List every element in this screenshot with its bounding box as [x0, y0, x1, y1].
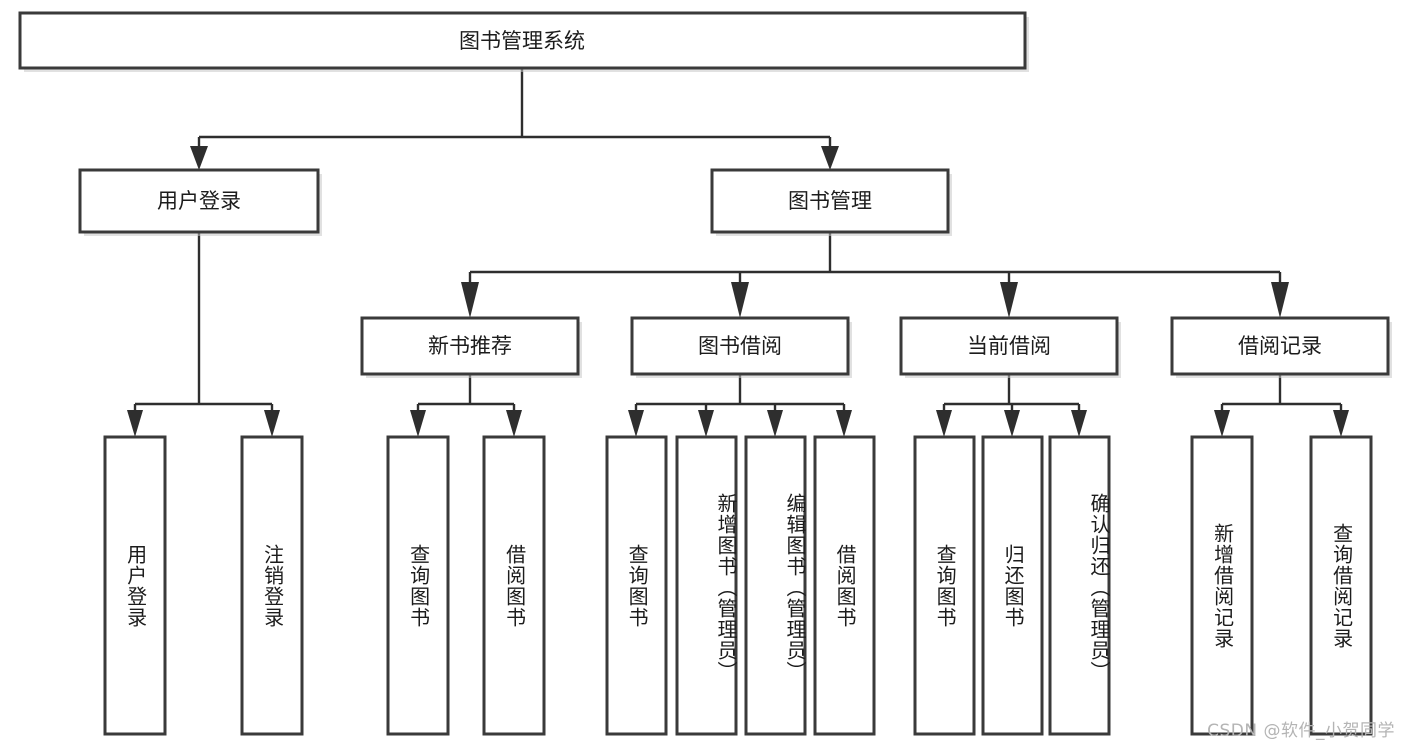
leaf-rect-edit-book-bb[interactable]	[744, 435, 807, 736]
leaf-label-confirm-return-cb: 确认归还（管理员）	[1087, 493, 1111, 682]
arrow-head-leaf-confirm-return-cb	[1071, 410, 1087, 437]
leaf-label-user-login: 用户登录	[123, 543, 148, 628]
arrow-head-leaf-return-book-cb	[1004, 410, 1020, 437]
arrow-head-leaf-add-record-br	[1214, 410, 1230, 437]
leaf-rect-borrow-book-bb[interactable]	[813, 435, 876, 736]
node-new-book-rec-label: 新书推荐	[428, 334, 512, 358]
leaf-rect-query-book-bb[interactable]	[605, 435, 668, 736]
leaf-label-query-book-cb: 查询图书	[933, 543, 958, 628]
arrow-head-book-borrow	[731, 282, 749, 318]
node-current-borrow-label: 当前借阅	[967, 334, 1051, 358]
leaf-rect-query-book-rec[interactable]	[386, 435, 450, 736]
arrow-head-leaf-query-book-rec	[410, 410, 426, 437]
leaf-box-layer	[103, 435, 1373, 736]
arrow-head-leaf-edit-book-bb	[767, 410, 783, 437]
node-book-manage-label: 图书管理	[788, 189, 872, 213]
node-borrow-record-label: 借阅记录	[1238, 334, 1322, 358]
leaf-label-return-book-cb: 归还图书	[1001, 543, 1026, 628]
arrow-head-leaf-query-book-cb	[936, 410, 952, 437]
arrow-head-leaf-borrow-book-bb	[836, 410, 852, 437]
node-book-borrow-label: 图书借阅	[698, 334, 782, 358]
node-current-borrow-rect	[899, 316, 1119, 376]
leaf-label-borrow-book-rec: 借阅图书	[502, 543, 527, 628]
node-user-login[interactable]: 用户登录	[78, 168, 322, 236]
leaf-label-add-record-br: 新增借阅记录	[1210, 522, 1235, 649]
leaf-rect-borrow-book-rec[interactable]	[482, 435, 546, 736]
node-borrow-record-rect	[1170, 316, 1390, 376]
leaf-label-query-record-br: 查询借阅记录	[1329, 522, 1354, 649]
arrow-head-current-borrow	[1000, 282, 1018, 318]
node-book-borrow-rect	[630, 316, 850, 376]
node-new-book-rec[interactable]: 新书推荐	[360, 316, 582, 378]
leaf-rect-query-book-cb[interactable]	[913, 435, 976, 736]
leaf-label-add-book-bb: 新增图书（管理员）	[714, 493, 738, 682]
leaf-rect-user-login[interactable]	[103, 435, 167, 736]
arrow-head-book-manage	[821, 146, 839, 170]
node-user-login-label: 用户登录	[157, 189, 241, 213]
node-book-manage-rect	[710, 168, 950, 234]
leaf-rect-add-book-bb[interactable]	[675, 435, 738, 736]
leaf-label-user-logout: 注销登录	[260, 543, 285, 628]
leaf-rect-confirm-return-cb[interactable]	[1048, 435, 1111, 736]
arrow-head-leaf-add-book-bb	[698, 410, 714, 437]
arrow-head-borrow-record	[1271, 282, 1289, 318]
arrow-head-user-login	[190, 146, 208, 170]
arrow-head-new-book-rec	[461, 282, 479, 318]
arrow-head-leaf-query-book-bb	[628, 410, 644, 437]
arrow-head-leaf-query-record-br	[1333, 410, 1349, 437]
node-root[interactable]: 图书管理系统	[18, 11, 1029, 72]
node-borrow-record[interactable]: 借阅记录	[1170, 316, 1392, 378]
leaf-label-query-book-rec: 查询图书	[406, 543, 431, 628]
leaf-rect-add-record-br[interactable]	[1190, 435, 1254, 736]
leaf-label-borrow-book-bb: 借阅图书	[833, 543, 858, 628]
connector-layer	[127, 68, 1349, 437]
node-book-borrow[interactable]: 图书借阅	[630, 316, 852, 378]
node-layer: 图书管理系统 用户登录 图书管理 新书推荐	[18, 11, 1392, 736]
arrow-head-leaf-borrow-book-rec	[506, 410, 522, 437]
node-root-rect	[18, 11, 1027, 70]
node-current-borrow[interactable]: 当前借阅	[899, 316, 1121, 378]
node-book-manage[interactable]: 图书管理	[710, 168, 952, 236]
arrow-head-leaf-user-login	[127, 410, 143, 437]
leaf-rect-return-book-cb[interactable]	[981, 435, 1044, 736]
leaf-rect-user-logout[interactable]	[240, 435, 304, 736]
leaf-rect-query-record-br[interactable]	[1309, 435, 1373, 736]
leaf-label-edit-book-bb: 编辑图书（管理员）	[783, 493, 807, 682]
node-root-label: 图书管理系统	[459, 29, 585, 53]
leaf-label-query-book-bb: 查询图书	[625, 543, 650, 628]
node-new-book-rec-rect	[360, 316, 580, 376]
node-user-login-rect	[78, 168, 320, 234]
arrow-head-leaf-user-logout	[264, 410, 280, 437]
